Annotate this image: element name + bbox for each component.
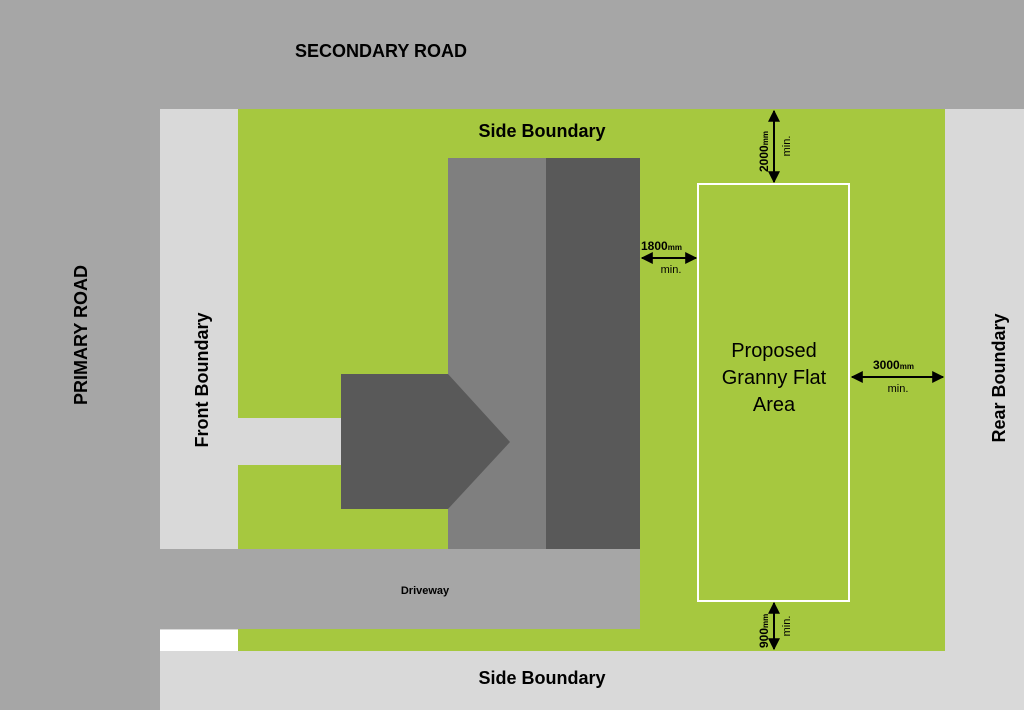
side-boundary-bottom-label: Side Boundary [478, 668, 605, 688]
setback-rear-label: 3000mm [873, 358, 914, 372]
front-path [238, 418, 341, 465]
white-patch [160, 630, 238, 651]
primary-road-label: PRIMARY ROAD [71, 265, 91, 405]
house-front-wing [341, 374, 510, 509]
setback-rear-note: min. [888, 383, 909, 395]
driveway-label: Driveway [401, 585, 450, 597]
granny-flat-line2: Granny Flat [722, 367, 827, 389]
setback-side-label: 1800mm [641, 239, 682, 253]
granny-flat-line3: Area [753, 394, 796, 416]
driveway [160, 549, 640, 629]
side-boundary-top-label: Side Boundary [478, 121, 605, 141]
granny-flat-line1: Proposed [731, 340, 817, 362]
granny-flat-label: Proposed Granny Flat Area [722, 340, 827, 416]
front-boundary-label: Front Boundary [192, 313, 212, 448]
house-roof-dark [546, 158, 640, 549]
granny-flat-area [697, 183, 850, 602]
secondary-road-label: SECONDARY ROAD [295, 41, 467, 61]
rear-boundary-label: Rear Boundary [989, 313, 1009, 442]
setback-top-label: 2000mm [757, 131, 771, 172]
setback-top-note: min. [781, 136, 793, 157]
setback-bottom-label: 900mm [757, 614, 771, 648]
setback-bottom-note: min. [781, 616, 793, 637]
setback-side-note: min. [661, 264, 682, 276]
